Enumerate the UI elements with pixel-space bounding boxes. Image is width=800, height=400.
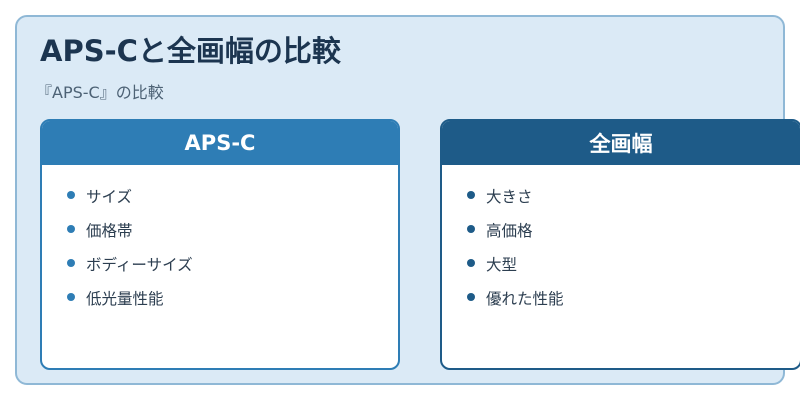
- page-title: APS-Cと全画幅の比較: [40, 34, 341, 68]
- list-item: 高価格: [442, 213, 800, 247]
- bullet-icon: [467, 225, 475, 233]
- aps-c-card-list: サイズ 価格帯 ボディーサイズ 低光量性能: [42, 165, 398, 315]
- aps-c-card-header: APS-C: [42, 121, 398, 165]
- list-item: 大きさ: [442, 179, 800, 213]
- list-item-label: 低光量性能: [86, 290, 164, 308]
- list-item-label: 大型: [486, 256, 518, 274]
- bullet-icon: [467, 259, 475, 267]
- list-item: ボディーサイズ: [42, 247, 398, 281]
- list-item-label: 大きさ: [486, 188, 533, 206]
- full-frame-card-list: 大きさ 高価格 大型 優れた性能: [442, 165, 800, 315]
- full-frame-card-header: 全画幅: [442, 121, 800, 165]
- bullet-icon: [67, 293, 75, 301]
- bullet-icon: [467, 293, 475, 301]
- bullet-icon: [67, 191, 75, 199]
- list-item: 低光量性能: [42, 281, 398, 315]
- list-item: 価格帯: [42, 213, 398, 247]
- list-item: サイズ: [42, 179, 398, 213]
- bullet-icon: [467, 191, 475, 199]
- list-item: 優れた性能: [442, 281, 800, 315]
- list-item: 大型: [442, 247, 800, 281]
- bullet-icon: [67, 259, 75, 267]
- bullet-icon: [67, 225, 75, 233]
- list-item-label: 価格帯: [86, 222, 133, 240]
- list-item-label: サイズ: [86, 188, 133, 206]
- aps-c-card: APS-C サイズ 価格帯 ボディーサイズ 低光量性能: [40, 119, 400, 370]
- page-subtitle: 『APS-C』の比較: [36, 83, 164, 102]
- full-frame-card: 全画幅 大きさ 高価格 大型 優れた性能: [440, 119, 800, 370]
- list-item-label: ボディーサイズ: [86, 256, 193, 274]
- list-item-label: 優れた性能: [486, 290, 564, 308]
- list-item-label: 高価格: [486, 222, 533, 240]
